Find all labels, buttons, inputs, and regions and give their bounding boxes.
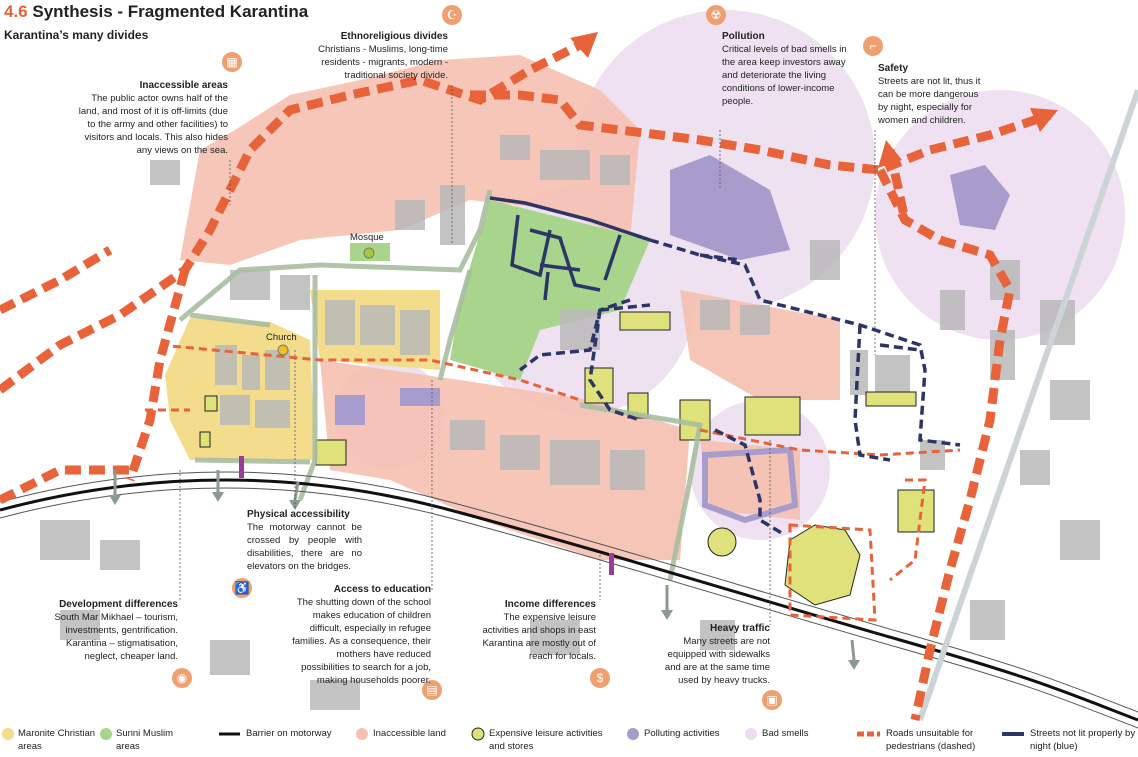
- legend-swatch-polluting: [627, 728, 639, 740]
- legend-barrier: Barrier on motorway: [246, 728, 332, 739]
- money-bag-icon: $: [590, 668, 610, 688]
- main-streets: [178, 189, 703, 581]
- legend-leisure: Expensive leisure activities and stores: [489, 728, 603, 752]
- location-pin-icon: ◉: [172, 668, 192, 688]
- legend-streets: Streets not lit properly by night (blue): [1030, 728, 1136, 752]
- legend-sunni: Sunni Muslim areas: [116, 728, 174, 752]
- bridge-markers: [239, 456, 614, 575]
- motorway: [0, 471, 1138, 729]
- unlit-streets-dashed: [518, 238, 961, 537]
- legend-swatch-maronite: [2, 728, 14, 740]
- page-title: 4.6 Synthesis - Fragmented Karantina: [4, 2, 309, 21]
- barrier-icon: ▦: [222, 52, 242, 72]
- annotation-development: Development differences South Mar Mikhae…: [54, 599, 178, 662]
- book-icon: ▤: [422, 680, 442, 700]
- wheelchair-icon: ♿: [232, 578, 252, 598]
- legend-swatch-leisure: [471, 727, 485, 741]
- unlit-streets: [489, 196, 651, 301]
- expensive-leisure-areas: [199, 311, 935, 606]
- annotation-physical: Physical accessibility The motorway cann…: [247, 509, 362, 572]
- polluting-activities: [335, 155, 1010, 524]
- annotation-inaccessible: Inaccessible areas The public actor owns…: [78, 80, 228, 156]
- crescent-icon: ☪: [442, 5, 462, 25]
- mosque-label: Mosque: [350, 232, 384, 243]
- radiation-icon: ☢: [706, 5, 726, 25]
- legend-smells: Bad smells: [762, 728, 809, 739]
- legend-roads: Roads unsuitable for pedestrians (dashed…: [886, 728, 976, 752]
- annotation-ethnoreligious: Ethnoreligious divides Christians - Musl…: [318, 31, 448, 81]
- legend-swatches: [2, 727, 1024, 741]
- annotation-education: Access to education The shutting down of…: [292, 584, 431, 686]
- access-arrows: [109, 470, 860, 670]
- truck-icon: ▣: [762, 690, 782, 710]
- gun-icon: ⌐: [863, 36, 883, 56]
- road-arrowheads: [570, 32, 1058, 168]
- legend-inaccessible: Inaccessible land: [373, 728, 446, 739]
- church-label: Church: [266, 332, 297, 343]
- mosque-marker: [363, 247, 375, 259]
- annotation-traffic: Heavy traffic Many streets are not equip…: [664, 623, 770, 686]
- legend-maronite: Maronite Christian areas: [18, 728, 96, 752]
- buildings: [40, 135, 1100, 710]
- annotation-safety: Safety Streets are not lit, thus it can …: [878, 63, 981, 126]
- unsafe-roads-thin: [145, 343, 961, 622]
- page-subtitle: Karantina’s many divides: [4, 28, 149, 42]
- legend: Maronite Christian areas Sunni Muslim ar…: [0, 722, 1138, 757]
- annotation-income: Income differences The expensive leisure…: [482, 599, 596, 662]
- legend-swatch-inaccessible: [356, 728, 368, 740]
- church-marker: [277, 344, 289, 356]
- annotation-pollution: Pollution Critical levels of bad smells …: [722, 31, 847, 107]
- leader-lines: [179, 85, 876, 625]
- east-road: [917, 89, 1138, 721]
- legend-polluting: Polluting activities: [644, 728, 720, 739]
- legend-swatch-sunni: [100, 728, 112, 740]
- legend-swatch-smells: [745, 728, 757, 740]
